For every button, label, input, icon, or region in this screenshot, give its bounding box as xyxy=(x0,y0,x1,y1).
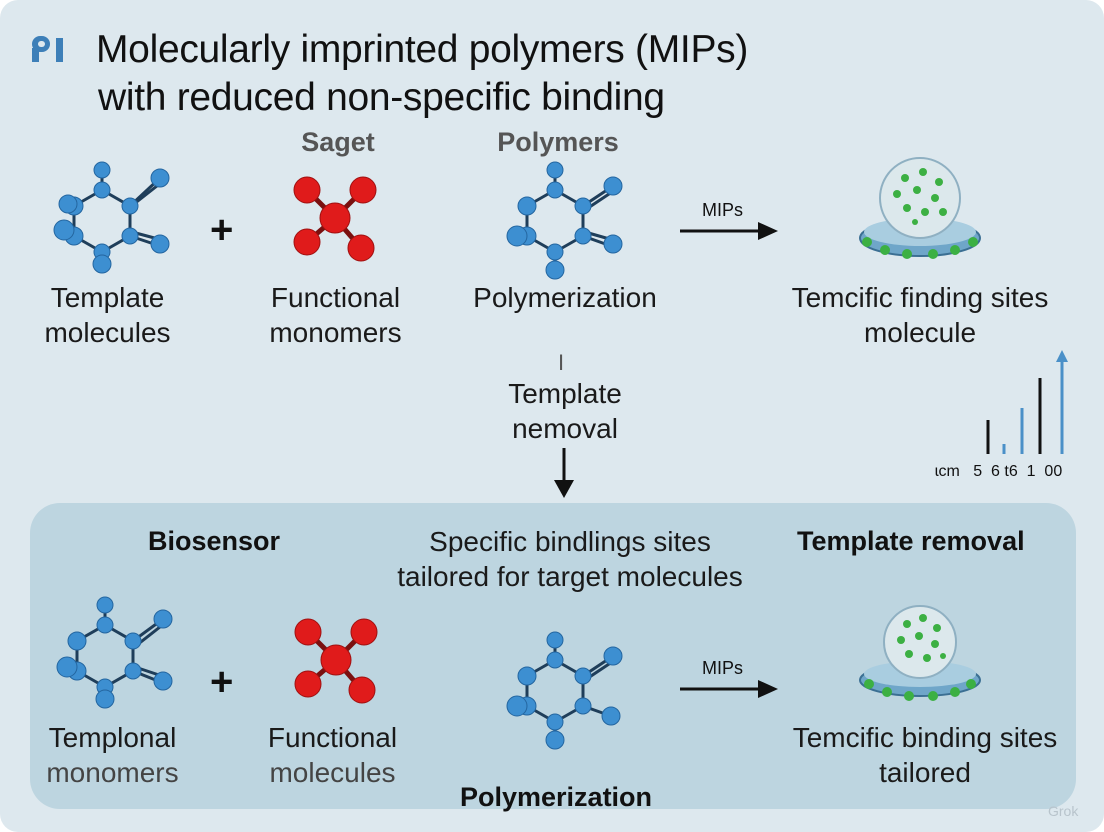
template-removal-step-label: Template nemoval xyxy=(508,378,622,444)
functional-molecules-label: Functional molecules xyxy=(267,722,398,788)
title-line-2: with reduced non-specific binding xyxy=(98,76,665,119)
polymer-molecule-icon xyxy=(506,161,623,280)
binding-sites-tailored-label: Temcific binding sites tailored xyxy=(792,722,1058,788)
template-molecule-icon xyxy=(56,596,173,709)
template-molecule-icon xyxy=(53,161,170,274)
polymer-molecule-icon xyxy=(506,631,623,750)
plus-sign: + xyxy=(210,660,234,704)
plus-sign: + xyxy=(210,208,234,252)
polymerization-bottom-label: Polymerization xyxy=(460,782,653,812)
logo-icon xyxy=(32,36,63,62)
diagram-title: Molecularly imprinted polymers (MIPs) wi… xyxy=(96,26,748,122)
step-mark: I xyxy=(558,350,565,375)
template-removal-heading: Template removal xyxy=(797,526,1025,556)
mip-particle-icon xyxy=(859,157,981,259)
templonal-monomers-label: Templonal monomers xyxy=(46,722,179,788)
mips-arrow-icon xyxy=(680,680,778,698)
watermark: Grok xyxy=(1048,803,1079,819)
mips-arrow-label: MIPs xyxy=(702,658,744,678)
polymerization-label: Polymerization xyxy=(473,282,657,313)
mips-arrow-label: MIPs xyxy=(702,200,744,220)
functional-monomer-icon xyxy=(293,176,377,262)
polymer-heading: Polymers xyxy=(497,127,619,157)
title-line-1: Molecularly imprinted polymers (MIPs) xyxy=(96,28,749,71)
mip-particle-icon xyxy=(859,605,981,701)
down-arrow-icon xyxy=(554,448,574,498)
scale-bars-icon xyxy=(986,350,1068,454)
biosensor-heading: Biosensor xyxy=(148,526,281,556)
binding-sites-label: Temcific finding sites molecule xyxy=(791,282,1049,348)
scale-ticks: ɩcm 5 6 t6 1 00 xyxy=(935,463,1063,480)
specific-binding-heading: Specific bindlings sites tailored for ta… xyxy=(397,526,743,592)
mips-arrow-icon xyxy=(680,222,778,240)
template-molecules-label: Template molecules xyxy=(44,282,171,348)
monomer-heading: Saget xyxy=(301,127,375,157)
functional-monomers-label: Functional monomers xyxy=(269,282,402,348)
functional-monomer-icon xyxy=(294,618,378,704)
